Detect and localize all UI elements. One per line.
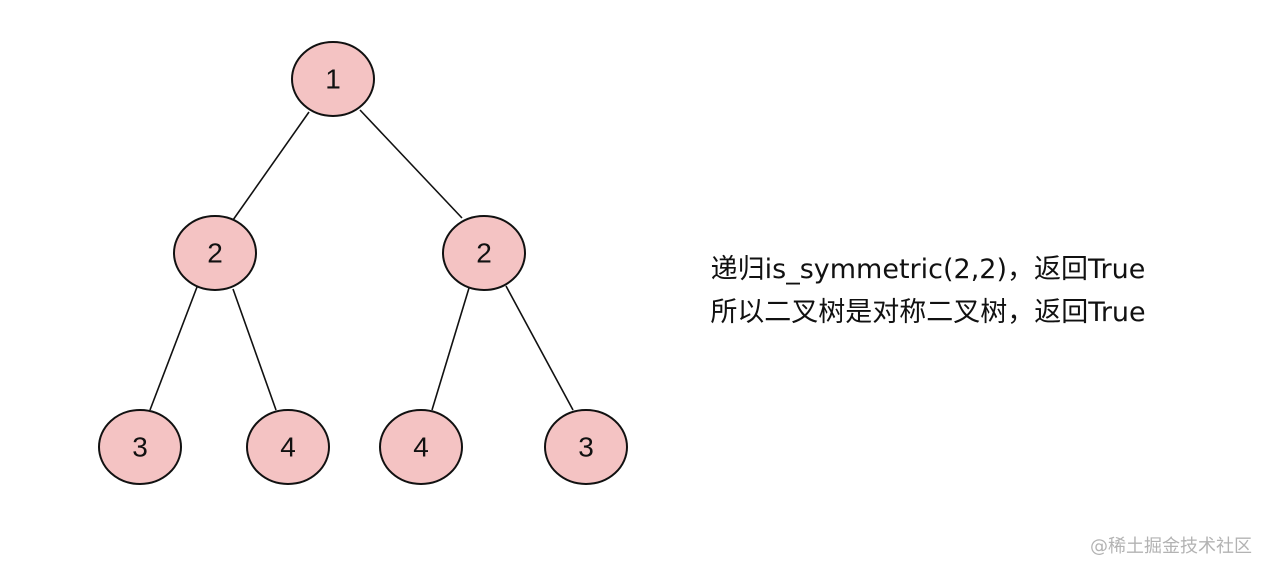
tree-node-left-left: 3 xyxy=(98,409,182,485)
tree-node-left-label: 2 xyxy=(207,238,223,269)
edge-right-rightright xyxy=(505,285,574,411)
tree-node-root-label: 1 xyxy=(325,64,341,95)
tree-node-right: 2 xyxy=(442,215,526,291)
tree-node-right-left: 4 xyxy=(379,409,463,485)
watermark: @稀土掘金技术社区 xyxy=(1090,536,1252,557)
tree-node-left: 2 xyxy=(173,215,257,291)
tree-node-left-right-label: 4 xyxy=(280,432,296,463)
edge-left-leftleft xyxy=(149,286,198,411)
edge-left-leftright xyxy=(232,288,277,411)
tree-node-right-right: 3 xyxy=(544,409,628,485)
edge-root-left xyxy=(232,111,310,221)
tree-node-right-label: 2 xyxy=(476,238,492,269)
caption: 递归is_symmetric(2,2)，返回True 所以二叉树是对称二叉树，返… xyxy=(648,248,1208,334)
tree-node-left-right: 4 xyxy=(246,409,330,485)
edge-root-right xyxy=(359,109,463,219)
tree-node-right-right-label: 3 xyxy=(578,432,594,463)
edge-right-rightleft xyxy=(431,287,470,411)
tree-node-root: 1 xyxy=(291,41,375,117)
caption-line-2: 所以二叉树是对称二叉树，返回True xyxy=(710,297,1146,328)
tree-node-left-left-label: 3 xyxy=(132,432,148,463)
caption-line-1: 递归is_symmetric(2,2)，返回True xyxy=(710,254,1146,285)
tree-node-right-left-label: 4 xyxy=(413,432,429,463)
